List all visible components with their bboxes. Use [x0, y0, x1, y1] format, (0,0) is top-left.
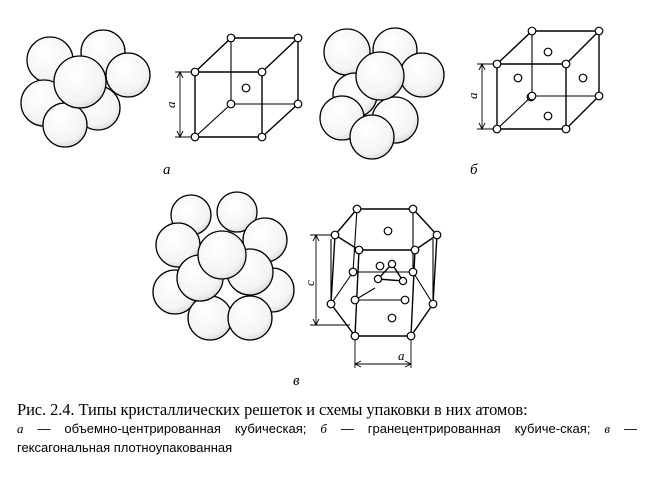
figure-caption: Рис. 2.4. Типы кристаллических решеток и… — [17, 400, 637, 457]
bcc-lattice-parameter-label: a — [163, 101, 178, 108]
panel-a-label: а — [163, 162, 171, 178]
caption-body: а — объемно-центрированная кубическая; б… — [17, 419, 637, 457]
fcc-packing-spheres — [319, 27, 445, 160]
hcp-height-parameter-label: c — [302, 280, 317, 286]
panel-b-label: б — [470, 162, 478, 178]
caption-key-a: а — [17, 421, 24, 436]
bcc-packing-spheres — [20, 29, 151, 148]
panel-c-label: в — [293, 373, 300, 389]
caption-title: Рис. 2.4. Типы кристаллических решеток и… — [17, 400, 528, 419]
hcp-base-parameter-label: a — [398, 348, 405, 363]
caption-key-b: б — [320, 421, 327, 436]
caption-text-c: — гексагональная плотноупакованная — [17, 421, 637, 455]
fcc-unit-cell — [477, 26, 604, 134]
hcp-packing-spheres — [152, 191, 295, 341]
hcp-unit-cell — [310, 204, 442, 368]
caption-key-c: в — [604, 421, 611, 436]
caption-text-b: — гранецентрированная кубиче-ская; — [326, 421, 605, 436]
bcc-unit-cell — [175, 33, 303, 142]
fcc-lattice-parameter-label: a — [465, 92, 480, 99]
crystal-lattice-figure: a а a б — [20, 26, 604, 389]
caption-text-a: — объемно-центрированная кубическая; — [23, 421, 321, 436]
